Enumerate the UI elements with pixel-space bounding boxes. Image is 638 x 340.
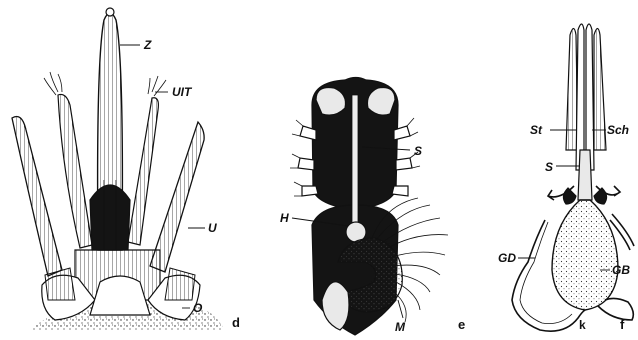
panel-letter-e: e	[458, 317, 465, 332]
label-o: O	[193, 301, 203, 315]
label-u: U	[208, 221, 217, 235]
label-k: k	[579, 318, 586, 332]
curl-right-body	[594, 188, 607, 204]
label-h: H	[280, 211, 289, 225]
panel-f	[512, 24, 634, 331]
base-right-hatch	[165, 268, 195, 300]
inner-tip-right	[148, 76, 166, 96]
outer-appendage-right	[150, 122, 204, 272]
lower-lobe	[322, 282, 349, 330]
inner-appendage-right	[128, 98, 158, 245]
stem	[578, 150, 592, 200]
curl-left-body	[563, 188, 576, 204]
sac-gb	[552, 200, 618, 310]
column-tip	[106, 8, 114, 16]
panel-letter-f: f	[620, 317, 625, 332]
panel-letter-d: d	[232, 315, 240, 330]
inner-tip-left	[44, 72, 62, 95]
label-sch: Sch	[607, 123, 629, 137]
outer-appendage-left	[12, 117, 62, 277]
spike-left-inner	[576, 24, 584, 170]
label-m: M	[395, 320, 406, 334]
label-uit: UIT	[172, 85, 193, 99]
label-s-f: S	[545, 160, 553, 174]
panel-e	[290, 78, 448, 336]
inner-appendage-left	[58, 94, 92, 248]
label-gb: GB	[612, 263, 630, 277]
column-bulb	[90, 185, 130, 250]
label-gd: GD	[498, 251, 516, 265]
spike-right-outer	[594, 29, 606, 151]
label-s-e: S	[414, 144, 422, 158]
central-canal	[352, 95, 358, 225]
spike-right-inner	[586, 24, 594, 170]
label-st: St	[530, 123, 543, 137]
head-lobe-right	[367, 88, 395, 116]
panel-d	[12, 8, 225, 330]
label-z: Z	[143, 38, 152, 52]
